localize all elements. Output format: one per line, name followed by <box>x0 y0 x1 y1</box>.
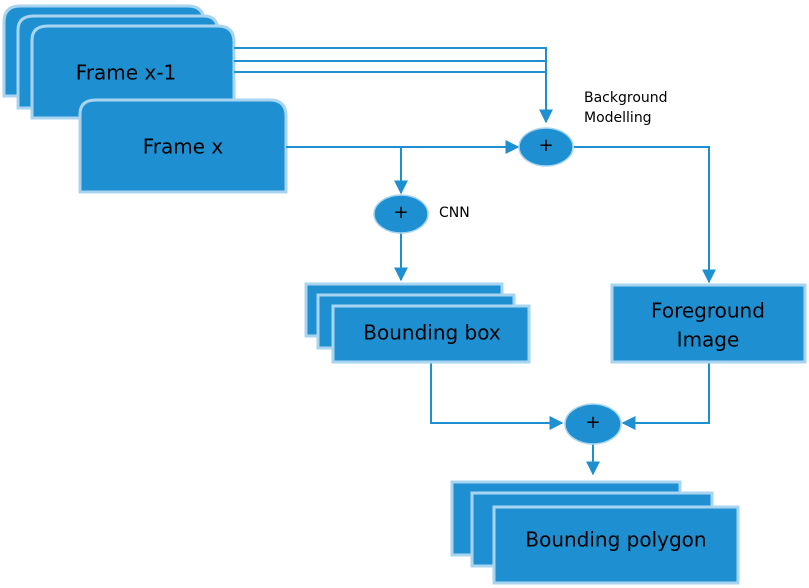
background-plus-node <box>518 127 574 167</box>
cnn-label: CNN <box>439 205 470 221</box>
connectors <box>234 47 716 476</box>
bounding-box-label: Bounding box <box>363 321 501 345</box>
bounding-box-card-front <box>331 304 531 364</box>
bounding-polygon-stack: Bounding polygon <box>450 480 740 585</box>
merge-plus-node <box>564 403 622 445</box>
cnn-plus-node <box>373 194 429 234</box>
foreground-image-card <box>610 283 807 364</box>
background-label-line2: Modelling <box>584 110 652 126</box>
frame-curr-node: Frame x <box>78 98 288 194</box>
frame-prev-stack: Frame x-1 <box>2 4 236 120</box>
foreground-image-node: Foreground Image <box>610 283 807 364</box>
foreground-label-line2: Image <box>677 328 740 352</box>
frame-prev-card-front <box>30 24 236 120</box>
bounding-polygon-card-front <box>492 505 740 585</box>
merge-plus-symbol: + <box>585 412 600 433</box>
cnn-operator: + CNN <box>373 194 470 234</box>
frame-prev-label: Frame x-1 <box>76 61 176 85</box>
bounding-box-stack: Bounding box <box>304 282 531 364</box>
connector-bounding-box-to-merge <box>430 362 564 430</box>
frame-curr-label: Frame x <box>143 135 224 159</box>
merge-operator: + <box>564 403 622 445</box>
connector-background-to-foreground <box>574 146 716 284</box>
connector-foreground-to-merge <box>621 362 710 430</box>
bounding-polygon-label: Bounding polygon <box>525 528 706 552</box>
foreground-label-line1: Foreground <box>651 299 765 323</box>
cnn-plus-symbol: + <box>393 202 408 223</box>
background-modelling-operator: + Background Modelling <box>518 90 668 167</box>
background-label-line1: Background <box>584 90 668 106</box>
background-plus-symbol: + <box>538 135 553 156</box>
frame-curr-card <box>78 98 288 194</box>
connector-frame-prev-1 <box>234 47 553 124</box>
